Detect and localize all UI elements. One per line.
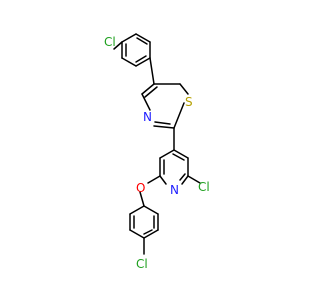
bond bbox=[154, 121, 171, 125]
bond bbox=[173, 149, 189, 159]
bond bbox=[129, 229, 145, 239]
atom-o-ether: O bbox=[136, 181, 145, 195]
bonds bbox=[113, 33, 201, 255]
bond bbox=[173, 102, 185, 129]
bond bbox=[135, 57, 151, 67]
atom-n-thiazole: N bbox=[143, 110, 152, 124]
bond bbox=[181, 175, 189, 185]
bond bbox=[144, 86, 158, 98]
bond bbox=[187, 175, 201, 184]
bond bbox=[136, 37, 148, 45]
bond bbox=[139, 191, 145, 207]
bond bbox=[113, 41, 123, 50]
atom-s-thiazole: S bbox=[185, 95, 193, 109]
atom-n-pyridine: N bbox=[170, 183, 179, 197]
bond bbox=[135, 55, 147, 63]
bond bbox=[143, 229, 159, 239]
atom-labels: Cl S N N Cl O Cl bbox=[104, 35, 210, 271]
bond bbox=[143, 229, 153, 235]
atom-cl-bottom: Cl bbox=[136, 257, 148, 271]
bond bbox=[159, 175, 167, 185]
bond bbox=[179, 173, 186, 181]
bond bbox=[149, 57, 155, 85]
bond bbox=[153, 125, 175, 129]
bond bbox=[179, 83, 189, 95]
bond bbox=[172, 153, 185, 161]
bond bbox=[135, 33, 151, 43]
bond bbox=[121, 33, 137, 43]
bond bbox=[143, 205, 159, 215]
atom-cl-top: Cl bbox=[104, 35, 116, 49]
bond bbox=[121, 57, 137, 67]
bond bbox=[141, 83, 155, 95]
bond bbox=[159, 149, 175, 159]
molecule-structure: Cl S N N Cl O Cl bbox=[104, 33, 210, 271]
atom-cl-pyridine: Cl bbox=[198, 180, 210, 194]
bond bbox=[141, 93, 151, 111]
bond bbox=[129, 205, 145, 215]
bond bbox=[147, 175, 161, 184]
